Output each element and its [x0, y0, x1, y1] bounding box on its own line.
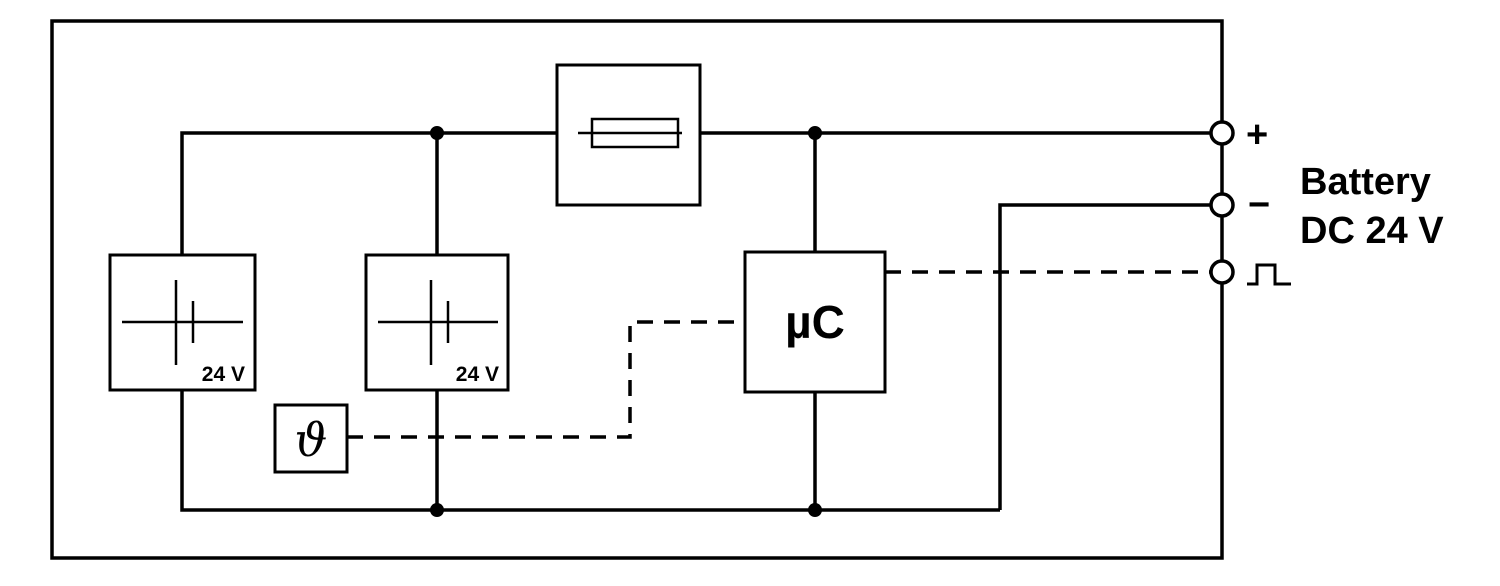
junction-dot [430, 126, 444, 140]
temp-sensor-symbol: ϑ [295, 413, 328, 467]
terminal-plus [1209, 120, 1235, 146]
fuse-icon-body [590, 117, 680, 149]
fuse-icon [578, 117, 682, 149]
caption-line1: Battery [1300, 161, 1431, 203]
temp-sensor-box [273, 403, 349, 474]
terminal-plus-label: + [1246, 114, 1268, 156]
terminal-minus-label: − [1248, 184, 1270, 226]
battery-left-voltage-label: 24 V [202, 363, 245, 386]
temp-sensor-dashed-wire [347, 320, 745, 439]
terminal-minus [1209, 192, 1235, 218]
square-wave-icon [1247, 263, 1291, 286]
junction-dot [430, 503, 444, 517]
microcontroller-box [743, 250, 887, 394]
terminal-signal [1209, 259, 1235, 285]
battery-cell-icon [122, 280, 243, 365]
device-enclosure [50, 19, 1224, 560]
microcontroller-label: µC [785, 296, 845, 348]
fuse-box [555, 63, 702, 207]
battery-right-voltage-label: 24 V [456, 363, 499, 386]
caption-line2: DC 24 V [1300, 210, 1444, 252]
positive-bus-wire [180, 131, 1211, 255]
minus-return-wire [998, 203, 1211, 510]
negative-bus-wire [180, 390, 1000, 512]
junction-dot [808, 126, 822, 140]
junction-dot [808, 503, 822, 517]
battery-cell-icon [378, 280, 498, 365]
